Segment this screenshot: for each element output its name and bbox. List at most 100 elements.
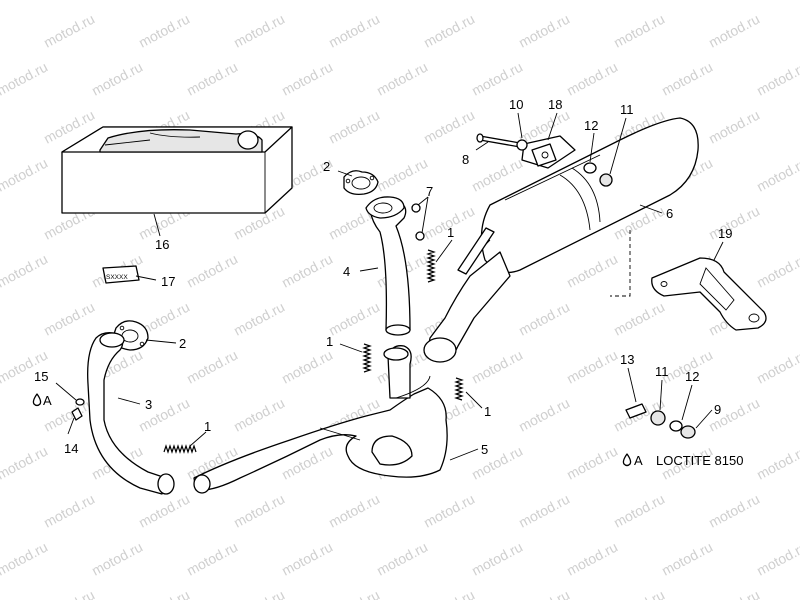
watermark-text: motod.ru — [754, 155, 800, 195]
callout-3: 3 — [145, 397, 152, 412]
watermark-text: motod.ru — [469, 443, 525, 483]
marker-a: A — [32, 393, 52, 408]
leader-lines — [55, 112, 724, 461]
watermark-text: motod.ru — [516, 587, 572, 600]
watermark-text: motod.ru — [564, 539, 620, 579]
watermark-text: motod.ru — [326, 299, 382, 339]
callout-18: 18 — [548, 97, 562, 112]
callout-11-upper: 11 — [620, 102, 634, 117]
watermark-text: motod.ru — [326, 491, 382, 531]
watermark-text: motod.ru — [0, 107, 2, 147]
watermark-text: motod.ru — [469, 0, 525, 3]
watermark-text: motod.ru — [41, 587, 97, 600]
watermark-text: motod.ru — [706, 203, 762, 243]
watermark-text: motod.ru — [516, 491, 572, 531]
watermark-text: motod.ru — [754, 443, 800, 483]
watermark-text: motod.ru — [0, 155, 50, 195]
watermark-text: motod.ru — [41, 299, 97, 339]
watermark-text: motod.ru — [279, 347, 335, 387]
watermark-text: motod.ru — [0, 395, 2, 435]
watermark-text: motod.ru — [231, 11, 287, 51]
callout-12-lower: 12 — [685, 369, 699, 384]
watermark-text: motod.ru — [279, 539, 335, 579]
callout-9: 9 — [714, 402, 721, 417]
watermark-text: motod.ru — [706, 107, 762, 147]
part-4-header-pipe — [365, 196, 411, 336]
part-2-gasket-upper — [343, 170, 379, 196]
label-plate-text: SXXXX — [106, 274, 128, 281]
watermark-text: motod.ru — [231, 299, 287, 339]
watermark-text: motod.ru — [564, 59, 620, 99]
watermark-text: motod.ru — [754, 251, 800, 291]
watermark-text: motod.ru — [89, 0, 145, 3]
watermark-text: motod.ru — [564, 0, 620, 3]
watermark-text: motod.ru — [136, 587, 192, 600]
watermark-text: motod.ru — [659, 539, 715, 579]
drop-icon — [32, 393, 42, 407]
callout-13: 13 — [620, 352, 634, 367]
watermark-text: motod.ru — [374, 59, 430, 99]
callouts: 16 17 2 7 4 1 1 1 2 3 15 14 1 5 6 8 10 1… — [34, 97, 732, 457]
watermark-text: motod.ru — [184, 251, 240, 291]
watermark-text: motod.ru — [279, 59, 335, 99]
callout-12-upper: 12 — [584, 118, 598, 133]
callout-7: 7 — [426, 184, 433, 199]
watermark-text: motod.ru — [231, 491, 287, 531]
watermark-text: motod.ru — [0, 587, 2, 600]
watermark-text: motod.ru — [374, 539, 430, 579]
watermark-text: motod.ru — [89, 539, 145, 579]
watermark-text: motod.ru — [184, 539, 240, 579]
watermark-text: motod.ru — [136, 491, 192, 531]
part-8-10-bolt — [476, 133, 528, 151]
callout-10: 10 — [509, 97, 523, 112]
watermark-text: motod.ru — [754, 347, 800, 387]
watermark-text: motod.ru — [184, 347, 240, 387]
watermark-text: motod.ru — [326, 11, 382, 51]
watermark-text: motod.ru — [469, 347, 525, 387]
part-6-muffler — [423, 117, 699, 363]
watermark-text: motod.ru — [564, 251, 620, 291]
watermark-text: motod.ru — [279, 0, 335, 3]
watermark-text: motod.ru — [184, 0, 240, 3]
part-13-9-fastener-stack — [625, 403, 696, 439]
callout-1-lower: 1 — [204, 419, 211, 434]
part-5-collector-pipe — [193, 345, 448, 494]
watermark-text: motod.ru — [469, 59, 525, 99]
callout-6: 6 — [666, 206, 673, 221]
marker-a-label: A — [43, 393, 52, 408]
part-14-15-fittings — [71, 398, 85, 421]
watermark-text: motod.ru — [41, 11, 97, 51]
loctite-legend: A LOCTITE 8150 — [622, 453, 743, 468]
watermark-text: motod.ru — [659, 0, 715, 3]
watermark-text: motod.ru — [421, 11, 477, 51]
part-16-box — [61, 126, 293, 214]
watermark-text: motod.ru — [706, 587, 762, 600]
callout-19: 19 — [718, 226, 732, 241]
watermark-text: motod.ru — [374, 0, 430, 3]
callout-16: 16 — [155, 237, 169, 252]
loctite-marker-label: A — [634, 453, 643, 468]
callout-15: 15 — [34, 369, 48, 384]
watermark-text: motod.ru — [326, 107, 382, 147]
watermark-text: motod.ru — [89, 59, 145, 99]
watermark-text: motod.ru — [516, 299, 572, 339]
watermark-text: motod.ru — [516, 395, 572, 435]
part-17-label: SXXXX — [102, 265, 140, 284]
callout-1-upper: 1 — [447, 225, 454, 240]
callout-1-middle: 1 — [326, 334, 333, 349]
watermark-text: motod.ru — [0, 443, 50, 483]
part-7-nuts — [411, 203, 425, 241]
watermark-text: motod.ru — [611, 11, 667, 51]
watermark-text: motod.ru — [611, 491, 667, 531]
watermark-text: motod.ru — [0, 539, 50, 579]
callout-4: 4 — [343, 264, 350, 279]
callout-5: 5 — [481, 442, 488, 457]
watermark-text: motod.ru — [136, 11, 192, 51]
part-11-12-muffler-washers — [583, 162, 613, 187]
watermark-text: motod.ru — [326, 587, 382, 600]
watermark-text: motod.ru — [421, 587, 477, 600]
part-19-bracket — [651, 257, 767, 331]
callout-11-lower: 11 — [655, 364, 669, 379]
part-3-header-pipe-lower — [87, 332, 175, 495]
